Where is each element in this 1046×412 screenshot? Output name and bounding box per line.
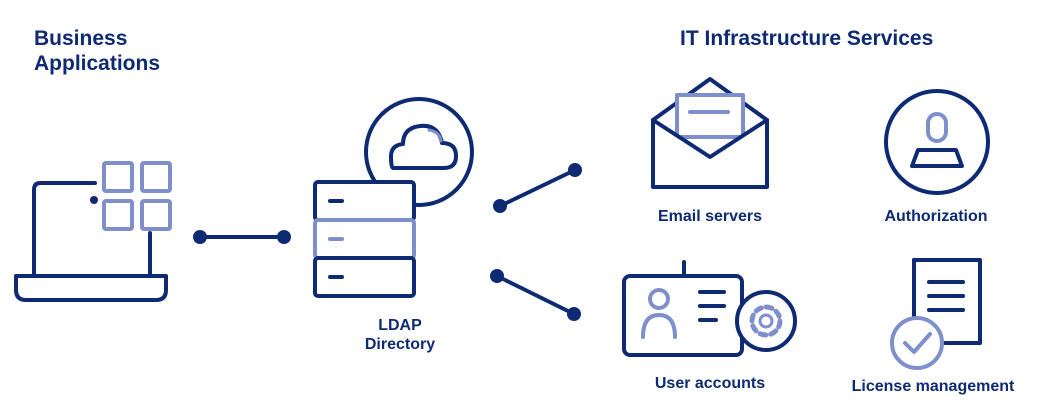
id-card-gear-icon xyxy=(622,260,797,357)
business-heading-line2: Applications xyxy=(34,52,161,75)
connector-ldap-email xyxy=(493,163,582,213)
connector-ldap-user-accounts xyxy=(490,269,581,321)
ldap-directory-label: LDAP Directory xyxy=(352,316,448,354)
ldap-label-line1: LDAP xyxy=(378,317,422,334)
it-infrastructure-heading: IT Infrastructure Services xyxy=(680,27,934,50)
user-accounts-label: User accounts xyxy=(654,375,766,392)
ldap-server-cloud-icon xyxy=(313,97,474,298)
ldap-label-line2: Directory xyxy=(364,336,436,353)
email-servers-label: Email servers xyxy=(657,208,763,225)
laptop-app-grid-icon xyxy=(14,161,172,302)
authorization-label: Authorization xyxy=(884,208,988,225)
license-document-check-icon xyxy=(890,258,982,370)
license-management-label: License management xyxy=(851,378,1015,395)
business-applications-heading: Business Applications xyxy=(34,26,160,76)
connector-business-ldap xyxy=(193,230,291,244)
envelope-icon xyxy=(651,77,769,189)
user-badge-icon xyxy=(884,89,990,195)
business-heading-line1: Business xyxy=(34,27,128,50)
